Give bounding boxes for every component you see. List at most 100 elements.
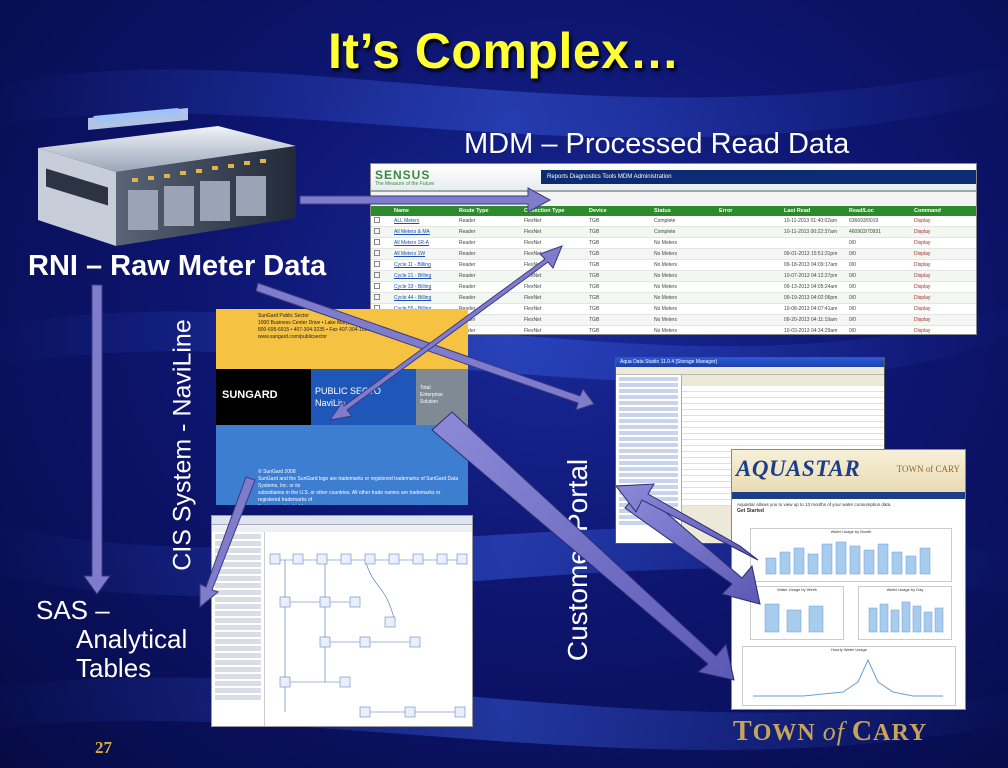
mdm-table-cell[interactable]: Display xyxy=(911,281,976,293)
mdm-table-cell[interactable]: Cycle 33 - Billing xyxy=(391,281,456,293)
mdm-table-cell: 0/0 xyxy=(846,303,911,315)
cis-label: CIS System - NaviLine xyxy=(168,319,197,571)
mdm-table-cell: 10-03-2013 04:34:29am xyxy=(781,325,846,334)
mdm-table-cell: No Meters xyxy=(651,248,716,260)
mdm-table-cell: FlexNet xyxy=(521,237,586,249)
mdm-table-cell[interactable]: Display xyxy=(911,325,976,334)
mdm-column-header: Error xyxy=(716,206,781,216)
sas-etl-screenshot xyxy=(211,515,473,727)
mdm-table-cell[interactable]: Cycle 11 - Billing xyxy=(391,259,456,271)
mdm-table-cell[interactable]: Cycle 21 - Billing xyxy=(391,270,456,282)
ads-title-bar: Aqua Data Studio 11.0.4 [Storage Manager… xyxy=(616,358,884,367)
sas-label: SAS – Analytical Tables xyxy=(36,596,187,683)
mdm-table-cell: Complete xyxy=(651,226,716,238)
mdm-table-cell: No Meters xyxy=(651,303,716,315)
cis-header-line: SunGard Public Sector xyxy=(258,313,309,319)
mdm-table-cell: 0/0 xyxy=(846,237,911,249)
mdm-table-cell: TGB xyxy=(586,303,651,315)
mdm-table-cell[interactable]: Display xyxy=(911,314,976,326)
portal-chart-month-bars xyxy=(765,541,931,575)
mdm-table-cell[interactable]: Display xyxy=(911,248,976,260)
mdm-table-cell[interactable]: Display xyxy=(911,270,976,282)
mdm-table-cell xyxy=(716,292,781,304)
mdm-table-cell[interactable]: All Meters 1W xyxy=(391,248,456,260)
mdm-table-cell[interactable]: Display xyxy=(911,237,976,249)
mdm-table-cell: Reader xyxy=(456,281,521,293)
mdm-table-cell[interactable]: Display xyxy=(911,303,976,315)
sensus-tagline: The Measure of the Future xyxy=(375,181,435,187)
mdm-column-header: Last Read xyxy=(781,206,846,216)
mdm-table-cell: 0/0 xyxy=(846,325,911,334)
mdm-table-cell: FlexNet xyxy=(521,281,586,293)
mdm-table-cell xyxy=(716,259,781,271)
cis-footer-line: their respective holders. xyxy=(258,504,462,505)
mdm-table-cell: No Meters xyxy=(651,237,716,249)
mdm-table-cell xyxy=(371,281,391,293)
mdm-table-cell: 0/0 xyxy=(846,281,911,293)
mdm-table-cell: No Meters xyxy=(651,314,716,326)
mdm-table-cell[interactable]: Display xyxy=(911,226,976,238)
cis-header-line: 1000 Business Center Drive • Lake Mary, … xyxy=(258,320,366,326)
mdm-table-cell: No Meters xyxy=(651,281,716,293)
mdm-table-cell: 10-11-2013 00:22:37am xyxy=(781,226,846,238)
mdm-table-cell: TGB xyxy=(586,237,651,249)
mdm-table-cell: FlexNet xyxy=(521,259,586,271)
mdm-table-cell: TGB xyxy=(586,216,651,227)
mdm-table-cell[interactable]: All Meters 1R-A xyxy=(391,237,456,249)
mdm-table-cell: TGB xyxy=(586,325,651,334)
mdm-table-cell xyxy=(371,259,391,271)
sas-toolbar xyxy=(212,516,472,525)
logo-t: T xyxy=(733,716,753,747)
mdm-table-cell: 0/0 xyxy=(846,259,911,271)
mdm-table-cell[interactable]: Cycle 44 - Billing xyxy=(391,292,456,304)
mdm-column-header xyxy=(371,206,391,216)
mdm-table-cell: 10-08-2013 04:07:41am xyxy=(781,303,846,315)
mdm-table-cell[interactable]: Display xyxy=(911,292,976,304)
server-illustration xyxy=(38,108,296,246)
mdm-table-cell xyxy=(371,237,391,249)
mdm-table-cell: 09-20-2013 04:11:19am xyxy=(781,314,846,326)
mdm-table-cell xyxy=(716,226,781,238)
mdm-table-cell: FlexNet xyxy=(521,325,586,334)
cis-product-block: PUBLIC SECTO NaviLin xyxy=(311,369,416,425)
mdm-table-cell: TGB xyxy=(586,259,651,271)
mdm-table-cell: FlexNet xyxy=(521,226,586,238)
mdm-table-cell: Reader xyxy=(456,248,521,260)
portal-chart-hourly-title: Hourly Water Usage xyxy=(831,647,867,652)
mdm-table-cell: 09-01-2013 15:51:31pm xyxy=(781,248,846,260)
mdm-table-cell[interactable]: ALL Meters xyxy=(391,216,456,227)
mdm-table-cell[interactable]: Display xyxy=(911,216,976,227)
portal-header: AQUASTAR TOWN of CARY xyxy=(732,450,965,492)
mdm-table-cell: FlexNet xyxy=(521,270,586,282)
mdm-table-cell xyxy=(716,270,781,282)
mdm-table-cell: Reader xyxy=(456,216,521,227)
slide-title: It’s Complex… xyxy=(328,23,680,79)
portal-chart-hourly-line xyxy=(753,658,943,697)
mdm-table-cell: TGB xyxy=(586,292,651,304)
mdm-table-cell[interactable]: Display xyxy=(911,259,976,271)
mdm-table-cell: Complete xyxy=(651,216,716,227)
mdm-table-cell[interactable]: All Meters & MA xyxy=(391,226,456,238)
cis-header-line: 800-695-6915 • 407-304-3235 • Fax 407-30… xyxy=(258,327,371,333)
portal-intro: Aquastar allows you to view up to 13 mon… xyxy=(732,499,965,517)
mdm-table-cell: FlexNet xyxy=(521,303,586,315)
mdm-table-cell xyxy=(716,281,781,293)
mdm-table-cell: 10-07-2013 04:12:27pm xyxy=(781,270,846,282)
portal-intro-text: Aquastar allows you to view up to 13 mon… xyxy=(737,502,892,507)
portal-chart-week: Water Usage by Week xyxy=(750,586,844,640)
ads-server-tree xyxy=(616,375,682,543)
mdm-table-cell xyxy=(371,226,391,238)
mdm-table-cell xyxy=(371,270,391,282)
mdm-menu: Reports Diagnostics Tools MDM Administra… xyxy=(541,170,976,184)
